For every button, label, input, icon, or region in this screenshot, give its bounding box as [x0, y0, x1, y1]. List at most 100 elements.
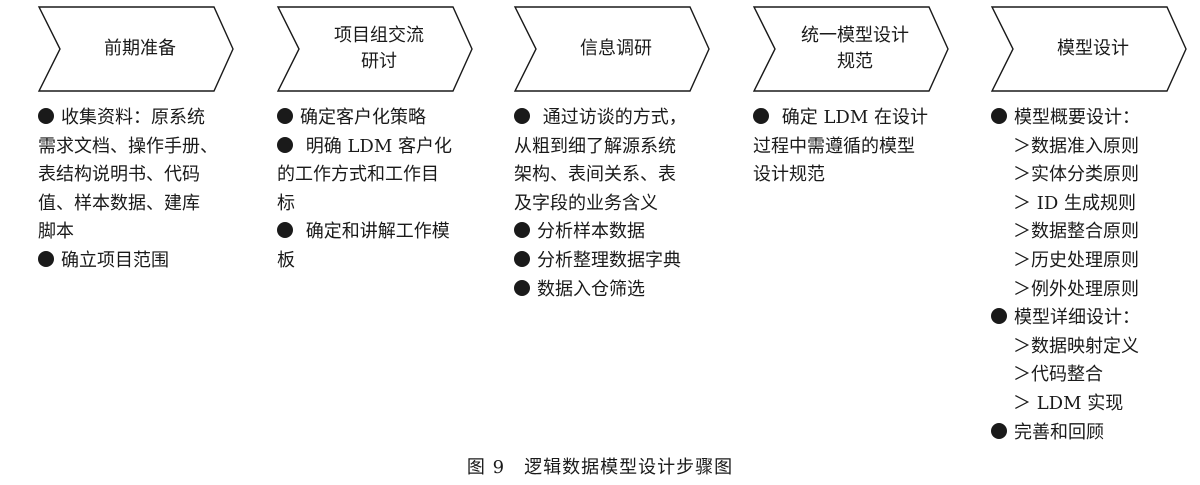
bullet-line: 模型详细设计：: [991, 304, 1181, 333]
bullet-line: 通过访谈的方式，: [514, 104, 719, 133]
bullet-item: 收集资料：原系统需求文档、操作手册、表结构说明书、代码值、样本数据、建库脚本: [38, 104, 238, 247]
bullet-text: 标: [277, 192, 295, 214]
stage-label: 前期准备: [76, 6, 204, 92]
bullet-line: 完善和回顾: [991, 419, 1181, 448]
bullet-text: 模型详细设计：: [1014, 307, 1140, 329]
bullet-line: 设计规范: [753, 161, 953, 190]
bullet-line: 收集资料：原系统: [38, 104, 238, 133]
bullet-text: 值、样本数据、建库: [38, 192, 200, 214]
chevron-shape: [752, 6, 949, 92]
bullet-item: 完善和回顾: [991, 419, 1181, 448]
chevron-shape: [276, 6, 473, 92]
bullet-line: 确定和讲解工作模: [277, 218, 477, 247]
stage-label-line: 统一模型设计: [801, 25, 909, 46]
bullet-line: 及字段的业务含义: [514, 190, 719, 219]
bullet-text: 分析样本数据: [537, 221, 645, 243]
sub-item: ＞历史处理原则: [1013, 249, 1139, 271]
bullet-dot-icon: [991, 108, 1007, 124]
bullet-dot-icon: [277, 108, 293, 124]
bullet-text: 板: [277, 249, 295, 271]
bullet-text: 确立项目范围: [61, 249, 169, 271]
bullet-dot-icon: [38, 108, 54, 124]
bullet-text: 脚本: [38, 221, 74, 243]
bullet-item: 分析样本数据: [514, 218, 719, 247]
bullet-text: 需求文档、操作手册、: [38, 135, 218, 157]
stage-label-line: 规范: [837, 51, 873, 72]
chevron-shape: [37, 6, 234, 92]
stage-details-3: 通过访谈的方式， 从粗到细了解源系统架构、表间关系、表及字段的业务含义分析样本数据…: [514, 104, 719, 304]
stage-chevron-2: 项目组交流研讨: [276, 6, 473, 92]
bullet-text: 通过访谈的方式，: [537, 107, 687, 128]
bullet-line: 表结构说明书、代码: [38, 161, 238, 190]
bullet-item: 确定和讲解工作模板: [277, 218, 477, 275]
bullet-line: 确定 LDM 在设计: [753, 104, 953, 133]
stage-label: 信息调研: [552, 6, 680, 92]
bullet-item: 模型概要设计：＞数据准入原则＞实体分类原则＞ ID 生成规则＞数据整合原则＞历史…: [991, 104, 1181, 304]
sub-item: ＞数据映射定义: [1013, 335, 1139, 357]
bullet-line: 从粗到细了解源系统: [514, 133, 719, 162]
bullet-dot-icon: [277, 222, 293, 239]
bullet-line: 标: [277, 190, 477, 219]
bullet-dot-icon: [277, 136, 293, 153]
sub-item: ＞数据整合原则: [1013, 221, 1139, 243]
stage-label-line: 前期准备: [104, 38, 176, 59]
bullet-line: 确立项目范围: [38, 247, 238, 276]
bullet-text: 确定客户化策略: [300, 107, 426, 128]
bullet-text: 明确 LDM 客户化: [300, 135, 452, 157]
bullet-dot-icon: [514, 222, 530, 239]
bullet-item: 数据入仓筛选: [514, 276, 719, 305]
bullet-text: 的工作方式和工作目: [277, 164, 439, 186]
sub-item: ＞ LDM 实现: [1013, 392, 1124, 414]
bullet-line: 明确 LDM 客户化: [277, 133, 477, 162]
bullet-item: 明确 LDM 客户化的工作方式和工作目标: [277, 133, 477, 219]
bullet-dot-icon: [753, 108, 769, 124]
bullet-line: 脚本: [38, 218, 238, 247]
bullet-line: 数据入仓筛选: [514, 276, 719, 305]
bullet-line: 值、样本数据、建库: [38, 190, 238, 219]
chevron-shape: [513, 6, 710, 92]
stage-label-line: 模型设计: [1057, 38, 1129, 59]
stage-label-line: 研讨: [361, 51, 397, 72]
bullet-text: 过程中需遵循的模型: [753, 135, 915, 157]
stage-label: 模型设计: [1029, 6, 1157, 92]
stage-details-2: 确定客户化策略 明确 LDM 客户化的工作方式和工作目标 确定和讲解工作模板: [277, 104, 477, 276]
stage-chevron-5: 模型设计: [990, 6, 1187, 92]
bullet-item: 模型详细设计： ＞数据映射定义 ＞代码整合 ＞ LDM 实现: [991, 304, 1181, 418]
bullet-dot-icon: [514, 250, 530, 267]
stage-label: 统一模型设计规范: [791, 6, 919, 92]
bullet-line: 分析整理数据字典: [514, 247, 719, 276]
bullet-item: 确定 LDM 在设计过程中需遵循的模型设计规范: [753, 104, 953, 190]
bullet-dot-icon: [38, 250, 54, 267]
bullet-text: 收集资料：原系统: [61, 107, 205, 128]
stage-label: 项目组交流研讨: [315, 6, 443, 92]
figure-caption: 图 9 逻辑数据模型设计步骤图: [466, 457, 734, 478]
chevron-shape: [990, 6, 1187, 92]
bullet-item: 确定客户化策略: [277, 104, 477, 133]
sub-item: ＞代码整合: [1013, 364, 1103, 386]
bullet-line: 需求文档、操作手册、: [38, 133, 238, 162]
stage-chevron-3: 信息调研: [513, 6, 710, 92]
bullet-text: 模型概要设计：: [1014, 107, 1140, 128]
bullet-dot-icon: [991, 308, 1007, 325]
bullet-text: 表结构说明书、代码: [38, 164, 200, 186]
bullet-line: 板: [277, 247, 477, 276]
sub-item: ＞数据准入原则: [1013, 135, 1139, 157]
bullet-line: 确定客户化策略: [277, 104, 477, 133]
bullet-line: 分析样本数据: [514, 218, 719, 247]
bullet-item: 分析整理数据字典: [514, 247, 719, 276]
bullet-text: 确定 LDM 在设计: [776, 107, 928, 128]
stage-label-line: 信息调研: [580, 38, 652, 59]
stage-chevron-1: 前期准备: [37, 6, 234, 92]
bullet-text: 确定和讲解工作模: [300, 221, 450, 243]
bullet-dot-icon: [991, 422, 1007, 439]
bullet-text: 数据入仓筛选: [537, 278, 645, 300]
bullet-text: 完善和回顾: [1014, 421, 1104, 443]
stage-details-1: 收集资料：原系统需求文档、操作手册、表结构说明书、代码值、样本数据、建库脚本确立…: [38, 104, 238, 276]
bullet-item: 确立项目范围: [38, 247, 238, 276]
sub-item: ＞例外处理原则: [1013, 278, 1139, 300]
stage-details-4: 确定 LDM 在设计过程中需遵循的模型设计规范: [753, 104, 953, 190]
stage-label-line: 项目组交流: [334, 25, 424, 46]
bullet-line: 过程中需遵循的模型: [753, 133, 953, 162]
bullet-line: 架构、表间关系、表: [514, 161, 719, 190]
bullet-text: 分析整理数据字典: [537, 249, 681, 271]
